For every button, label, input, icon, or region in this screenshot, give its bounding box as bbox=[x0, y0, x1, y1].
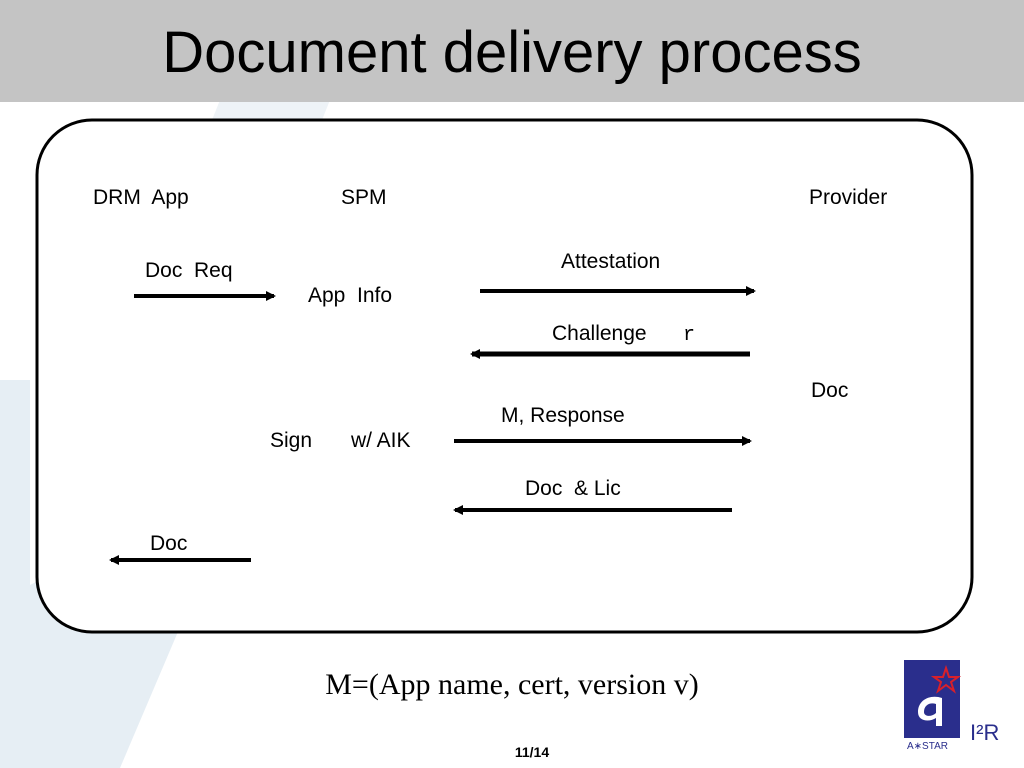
label-doc-lic: Doc & Lic bbox=[525, 477, 621, 500]
diagram-frame bbox=[35, 118, 974, 634]
logo-subtext: A∗STAR bbox=[907, 741, 948, 752]
label-m-response: M, Response bbox=[501, 404, 625, 427]
label-attestation: Attestation bbox=[561, 250, 661, 273]
label-doc-final: Doc bbox=[150, 532, 188, 555]
label-challenge-r: r bbox=[683, 324, 696, 347]
label-doc-provider: Doc bbox=[811, 379, 849, 402]
page-number: 11/14 bbox=[514, 744, 550, 760]
slide-title: Document delivery process bbox=[162, 20, 862, 85]
actor-provider: Provider bbox=[809, 186, 888, 209]
label-app-info: App Info bbox=[308, 284, 393, 307]
label-sign: Sign bbox=[270, 429, 313, 452]
title-bar bbox=[0, 0, 1024, 102]
label-doc-req: Doc Req bbox=[145, 259, 233, 282]
actor-drm-app: DRM App bbox=[93, 186, 189, 209]
actor-spm: SPM bbox=[341, 186, 387, 209]
a-star-i2r-logo: A∗STAR I²R bbox=[904, 660, 999, 752]
label-with-aik: w/ AIK bbox=[351, 429, 411, 452]
formula-text: M=(App name, cert, version v) bbox=[325, 668, 699, 701]
logo-text: I²R bbox=[970, 720, 999, 745]
label-challenge: Challenge bbox=[552, 322, 647, 345]
